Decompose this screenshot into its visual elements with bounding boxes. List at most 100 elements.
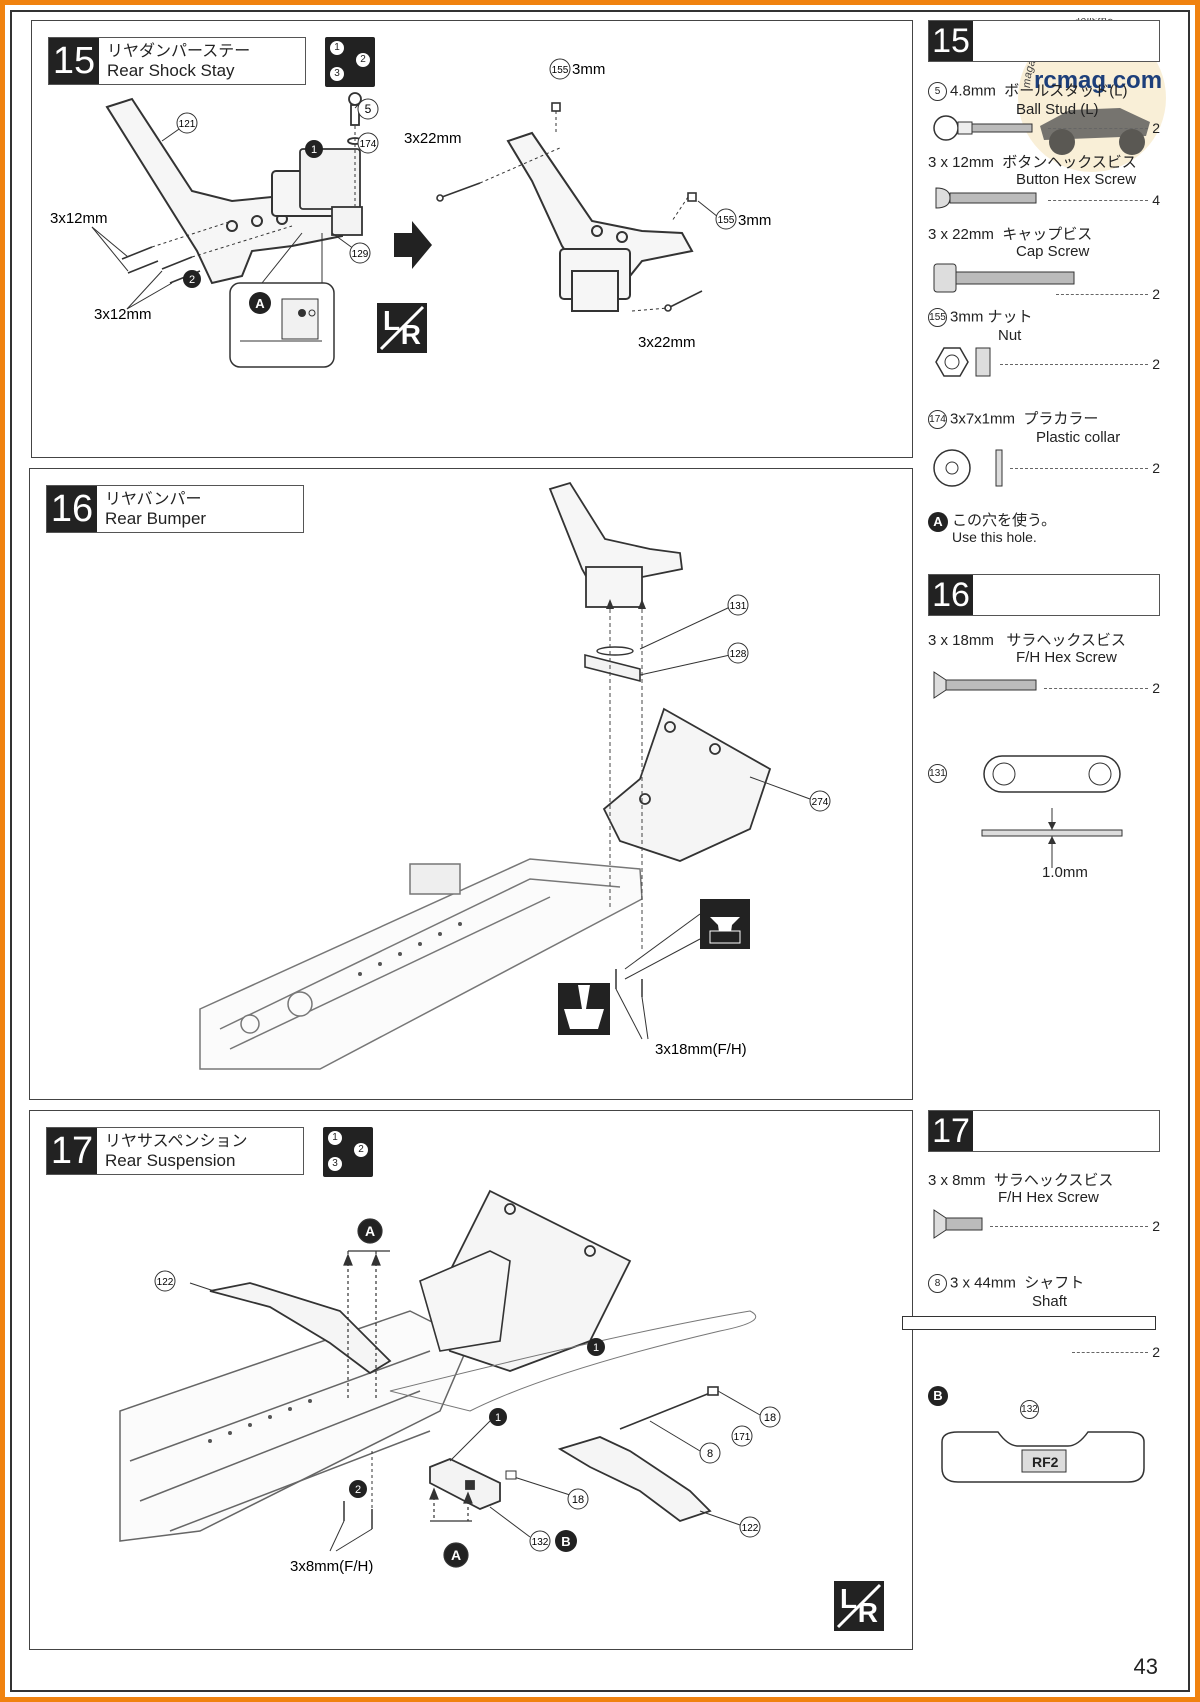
- callout-155-top: 155 3mm: [549, 58, 605, 80]
- svg-text:131: 131: [730, 601, 747, 612]
- part-name-en: F/H Hex Screw: [1016, 649, 1117, 666]
- parts-step-number: 15: [929, 21, 973, 61]
- screw-label: 3x18mm(F/H): [655, 1041, 747, 1058]
- step-17-header: 17 リヤサスペンション Rear Suspension: [46, 1127, 304, 1175]
- part-size: 3 x 44mm: [950, 1274, 1016, 1292]
- part-qty: 2: [1152, 460, 1160, 476]
- part-name-en: Plastic collar: [1036, 429, 1121, 446]
- svg-text:155: 155: [718, 215, 735, 226]
- cap-screw-3x22-set: [436, 102, 703, 312]
- shock-tower-part: [299, 148, 363, 236]
- svg-text:1: 1: [311, 144, 317, 156]
- part-ref: 8: [928, 1274, 947, 1293]
- svg-text:A: A: [255, 296, 265, 311]
- step-16-diagram: 131 128 274 3x18mm(: [199, 481, 831, 1070]
- part-name-jp: サラヘックスビス: [993, 1172, 1114, 1189]
- svg-text:3mm: 3mm: [572, 61, 605, 78]
- svg-text:128: 128: [730, 649, 747, 660]
- callout-129: 129: [331, 232, 371, 264]
- part-name-jp: キャップビス: [1002, 226, 1093, 243]
- svg-text:122: 122: [742, 1523, 759, 1534]
- detail-leader: [389, 1310, 757, 1412]
- callout-122-right: 122: [699, 1510, 761, 1538]
- assembled-shock-stay: [506, 131, 694, 312]
- svg-text:1: 1: [593, 1342, 599, 1354]
- step-title-en: Rear Bumper: [105, 508, 207, 528]
- callout-121: 121: [161, 112, 198, 142]
- part-name-en: Button Hex Screw: [1016, 171, 1137, 188]
- svg-text:171: 171: [734, 1432, 751, 1443]
- step-16-header: 16 リヤバンパー Rear Bumper: [46, 485, 304, 533]
- cap-screw-icon: [933, 263, 1075, 293]
- svg-text:2: 2: [355, 1484, 361, 1496]
- svg-text:155: 155: [552, 65, 569, 76]
- callout-5: 5: [354, 98, 379, 120]
- svg-text:3mm: 3mm: [738, 212, 771, 229]
- step-number: 17: [47, 1128, 97, 1174]
- callout-122-left: 122: [154, 1270, 215, 1292]
- part-qty: 2: [1152, 680, 1160, 696]
- svg-text:18: 18: [764, 1412, 776, 1424]
- shock-stay-assembled: [548, 481, 683, 608]
- svg-text:A: A: [365, 1223, 375, 1239]
- svg-text:A: A: [451, 1547, 461, 1563]
- part-qty: 2: [1152, 356, 1160, 372]
- watermark-site: rcmag.com: [1034, 67, 1162, 94]
- svg-text:121: 121: [179, 119, 196, 130]
- step-number: 15: [49, 38, 99, 84]
- step-15-header: 15 リヤダンパーステー Rear Shock Stay: [48, 37, 306, 85]
- marker-2: 2: [349, 1480, 367, 1498]
- callout-8: 8: [649, 1420, 721, 1464]
- part-name-jp: ナット: [987, 308, 1033, 326]
- callout-18-top: 18: [717, 1390, 781, 1428]
- rc-car-icon: [1040, 108, 1150, 155]
- note-use-hole: A この穴を使う。 Use this hole.: [928, 512, 1164, 552]
- part-name-en: Cap Screw: [1016, 243, 1090, 260]
- step-title-jp: リヤサスペンション: [105, 1132, 248, 1150]
- svg-text:18: 18: [572, 1494, 584, 1506]
- step-title-jp: リヤバンパー: [105, 490, 202, 508]
- arrow-up: [606, 599, 646, 609]
- screw-label: 3x12mm: [94, 306, 152, 323]
- svg-text:8: 8: [707, 1448, 713, 1460]
- part-name-jp: ボールスタッド(L): [1004, 82, 1128, 100]
- svg-text:1: 1: [495, 1412, 501, 1424]
- part-suspension-block: B 132 RF2: [928, 1386, 1164, 1496]
- shock-stay-installed: [419, 1250, 511, 1352]
- page-number: 43: [1133, 1654, 1158, 1679]
- svg-text:2: 2: [189, 274, 195, 286]
- svg-text:274: 274: [812, 797, 829, 808]
- block-mark: B: [928, 1386, 948, 1406]
- assembly-arrow: [394, 221, 432, 269]
- collar-icon: [933, 449, 1003, 487]
- part-fh-hex-screw-18: 3 x 18mm サラヘックスビス F/H Hex Screw 2: [928, 632, 1164, 702]
- callout-18-bottom: 18: [505, 1470, 589, 1510]
- chassis-holes: [208, 1399, 312, 1443]
- button-hex-screw-icon: [935, 187, 1037, 209]
- step-title-en: Rear Suspension: [105, 1150, 236, 1170]
- svg-text:174: 174: [360, 139, 377, 150]
- marker-2: 2: [183, 270, 201, 288]
- step-number: 16: [47, 486, 97, 532]
- part-name-jp: プラカラー: [1023, 410, 1099, 428]
- callout-131: 131: [639, 594, 749, 650]
- part-ref: 132: [1020, 1400, 1039, 1419]
- parts-17-header: 17: [928, 1110, 1160, 1152]
- svg-text:132: 132: [532, 1537, 549, 1548]
- screw-label: 3x12mm: [50, 210, 108, 227]
- part-ref: 5: [928, 82, 947, 101]
- parts-step-number: 17: [929, 1111, 973, 1151]
- parts-15-header: 15: [928, 20, 1160, 62]
- plate-thickness: 1.0mm: [1042, 864, 1088, 881]
- ball-stud-icon: [933, 115, 1033, 141]
- arrow-group-a-top: A: [343, 1218, 390, 1401]
- chassis-holes: [358, 922, 462, 976]
- arrow-group-a-bottom: A: [429, 1487, 473, 1568]
- callout-132: 132 B: [489, 1506, 577, 1552]
- part-name-jp: サラヘックスビス: [1006, 632, 1126, 649]
- countersunk-screw-pair: [329, 1451, 373, 1552]
